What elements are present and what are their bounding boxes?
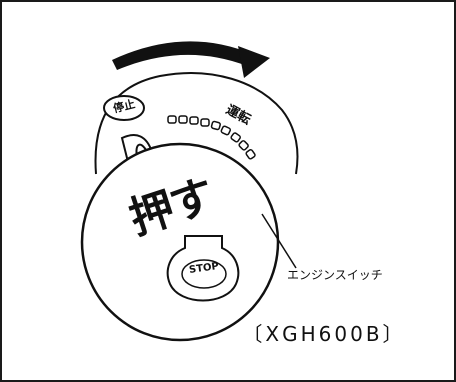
caption-leader-line xyxy=(261,213,297,269)
engine-switch-caption: エンジンスイッチ xyxy=(287,268,383,282)
rotation-arrow-icon xyxy=(112,41,270,78)
model-number: 〔XGH600B〕 xyxy=(242,322,406,346)
stop-button-outline xyxy=(166,235,240,302)
detent-notches xyxy=(167,115,256,160)
stop-position-tag xyxy=(103,95,145,121)
